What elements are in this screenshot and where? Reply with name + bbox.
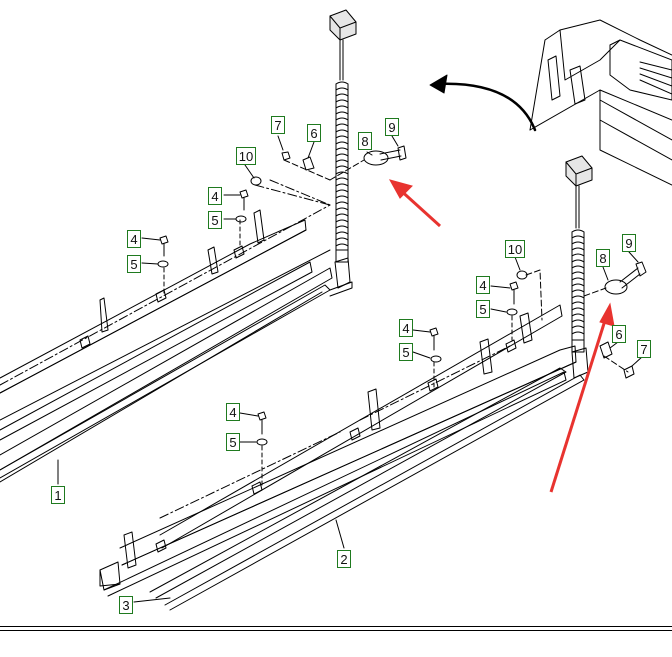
callout-9-right: 9	[622, 234, 636, 252]
callout-8-left: 8	[358, 132, 372, 150]
callout-2: 2	[337, 550, 351, 568]
pointer-arrow-curve	[433, 82, 537, 132]
red-arrow-left-head	[388, 179, 413, 199]
callout-5-mid: 5	[399, 343, 413, 361]
callout-5-left: 5	[127, 255, 141, 273]
callout-5-right: 5	[476, 300, 490, 318]
callout-10-right: 10	[505, 240, 525, 258]
callout-9-left: 9	[385, 118, 399, 136]
left-rail-assembly	[0, 9, 357, 483]
pointer-arrow-head	[429, 74, 448, 94]
callout-7-right: 7	[637, 340, 651, 358]
callout-4-upper: 4	[208, 187, 222, 205]
callout-7-left: 7	[271, 116, 285, 134]
red-arrow-right-line	[549, 313, 609, 493]
right-rail-assembly	[99, 155, 593, 611]
red-arrow-left-line	[396, 186, 442, 228]
callout-4-lower: 4	[226, 403, 240, 421]
callout-6-left: 6	[307, 124, 321, 142]
callout-1: 1	[51, 486, 65, 504]
machine-inset	[529, 19, 672, 186]
callout-4-mid: 4	[399, 319, 413, 337]
bottom-border-inner	[0, 630, 672, 631]
callout-5-upper: 5	[208, 211, 222, 229]
red-arrow-right-head	[599, 302, 615, 327]
callout-3: 3	[119, 596, 133, 614]
hardware	[157, 145, 647, 489]
callout-4-left: 4	[127, 230, 141, 248]
callout-8-right: 8	[596, 249, 610, 267]
callout-5-lower: 5	[226, 433, 240, 451]
callout-6-right: 6	[612, 325, 626, 343]
bottom-border	[0, 626, 672, 627]
callout-4-right: 4	[476, 276, 490, 294]
red-arrows	[388, 179, 615, 493]
callout-10-left: 10	[236, 147, 256, 165]
